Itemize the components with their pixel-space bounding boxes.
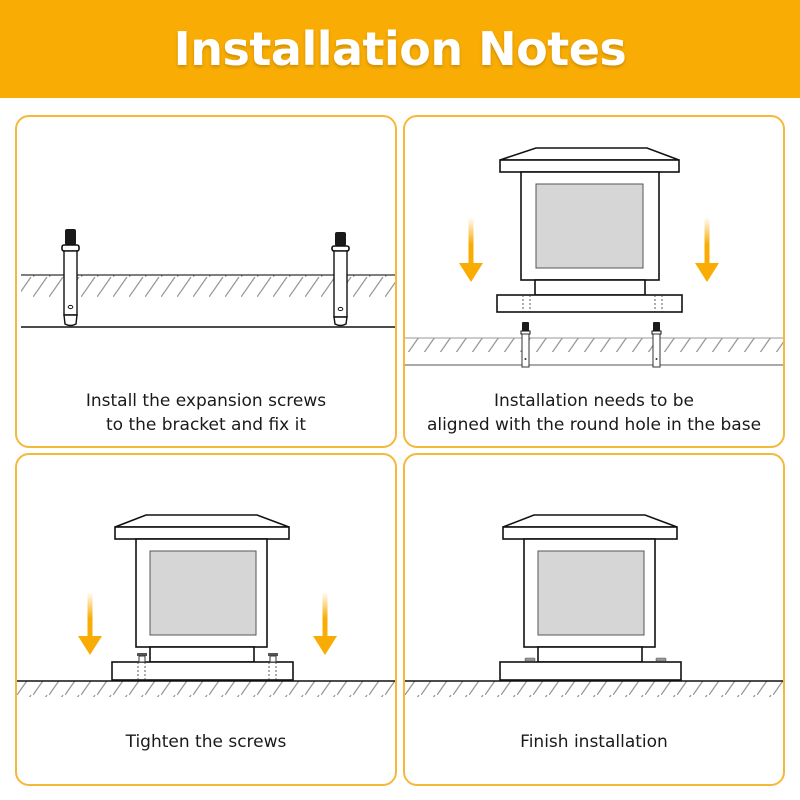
caption-line: Tighten the screws <box>125 732 287 752</box>
arrow-down-icon <box>78 592 102 655</box>
arrow-down-icon <box>313 592 337 655</box>
solar-post-lamp-icon <box>496 147 683 313</box>
expansion-screw-right-icon <box>331 232 350 327</box>
step-panel-2: Installation needs to be aligned with th… <box>403 115 785 448</box>
arrow-down-icon <box>695 217 719 282</box>
step-caption-1: Install the expansion screws to the brac… <box>17 389 395 437</box>
expansion-screw-right-icon <box>651 322 662 368</box>
solar-post-lamp-icon <box>499 514 682 681</box>
screw-head-left-icon <box>137 653 147 663</box>
caption-line: Installation needs to be <box>493 391 695 411</box>
arrow-down-icon <box>459 217 483 282</box>
step-caption-2: Installation needs to be aligned with th… <box>405 389 783 437</box>
caption-line: aligned with the round hole in the base <box>426 415 762 435</box>
step-panel-1: Install the expansion screws to the brac… <box>15 115 397 448</box>
caption-line: to the bracket and fix it <box>105 415 307 435</box>
lamp-alignment-illustration <box>405 147 783 368</box>
tighten-screws-illustration <box>17 514 395 697</box>
caption-line: Install the expansion screws <box>85 391 327 411</box>
step-caption-3: Tighten the screws <box>17 730 395 754</box>
expansion-screw-left-icon <box>61 229 80 327</box>
screw-head-right-icon <box>268 653 278 663</box>
expansion-screw-left-icon <box>520 322 531 368</box>
page-title: Installation Notes <box>173 22 627 76</box>
screw-head-right-icon <box>655 657 667 662</box>
screw-head-left-icon <box>524 657 536 662</box>
solar-post-lamp-icon <box>111 514 294 681</box>
header-banner: Installation Notes <box>0 0 800 98</box>
step-panel-3: Tighten the screws <box>15 453 397 786</box>
expansion-screws-illustration <box>21 229 395 328</box>
finished-installation-illustration <box>405 514 783 697</box>
step-panel-4: Finish installation <box>403 453 785 786</box>
caption-line: Finish installation <box>520 732 668 752</box>
step-caption-4: Finish installation <box>405 730 783 754</box>
